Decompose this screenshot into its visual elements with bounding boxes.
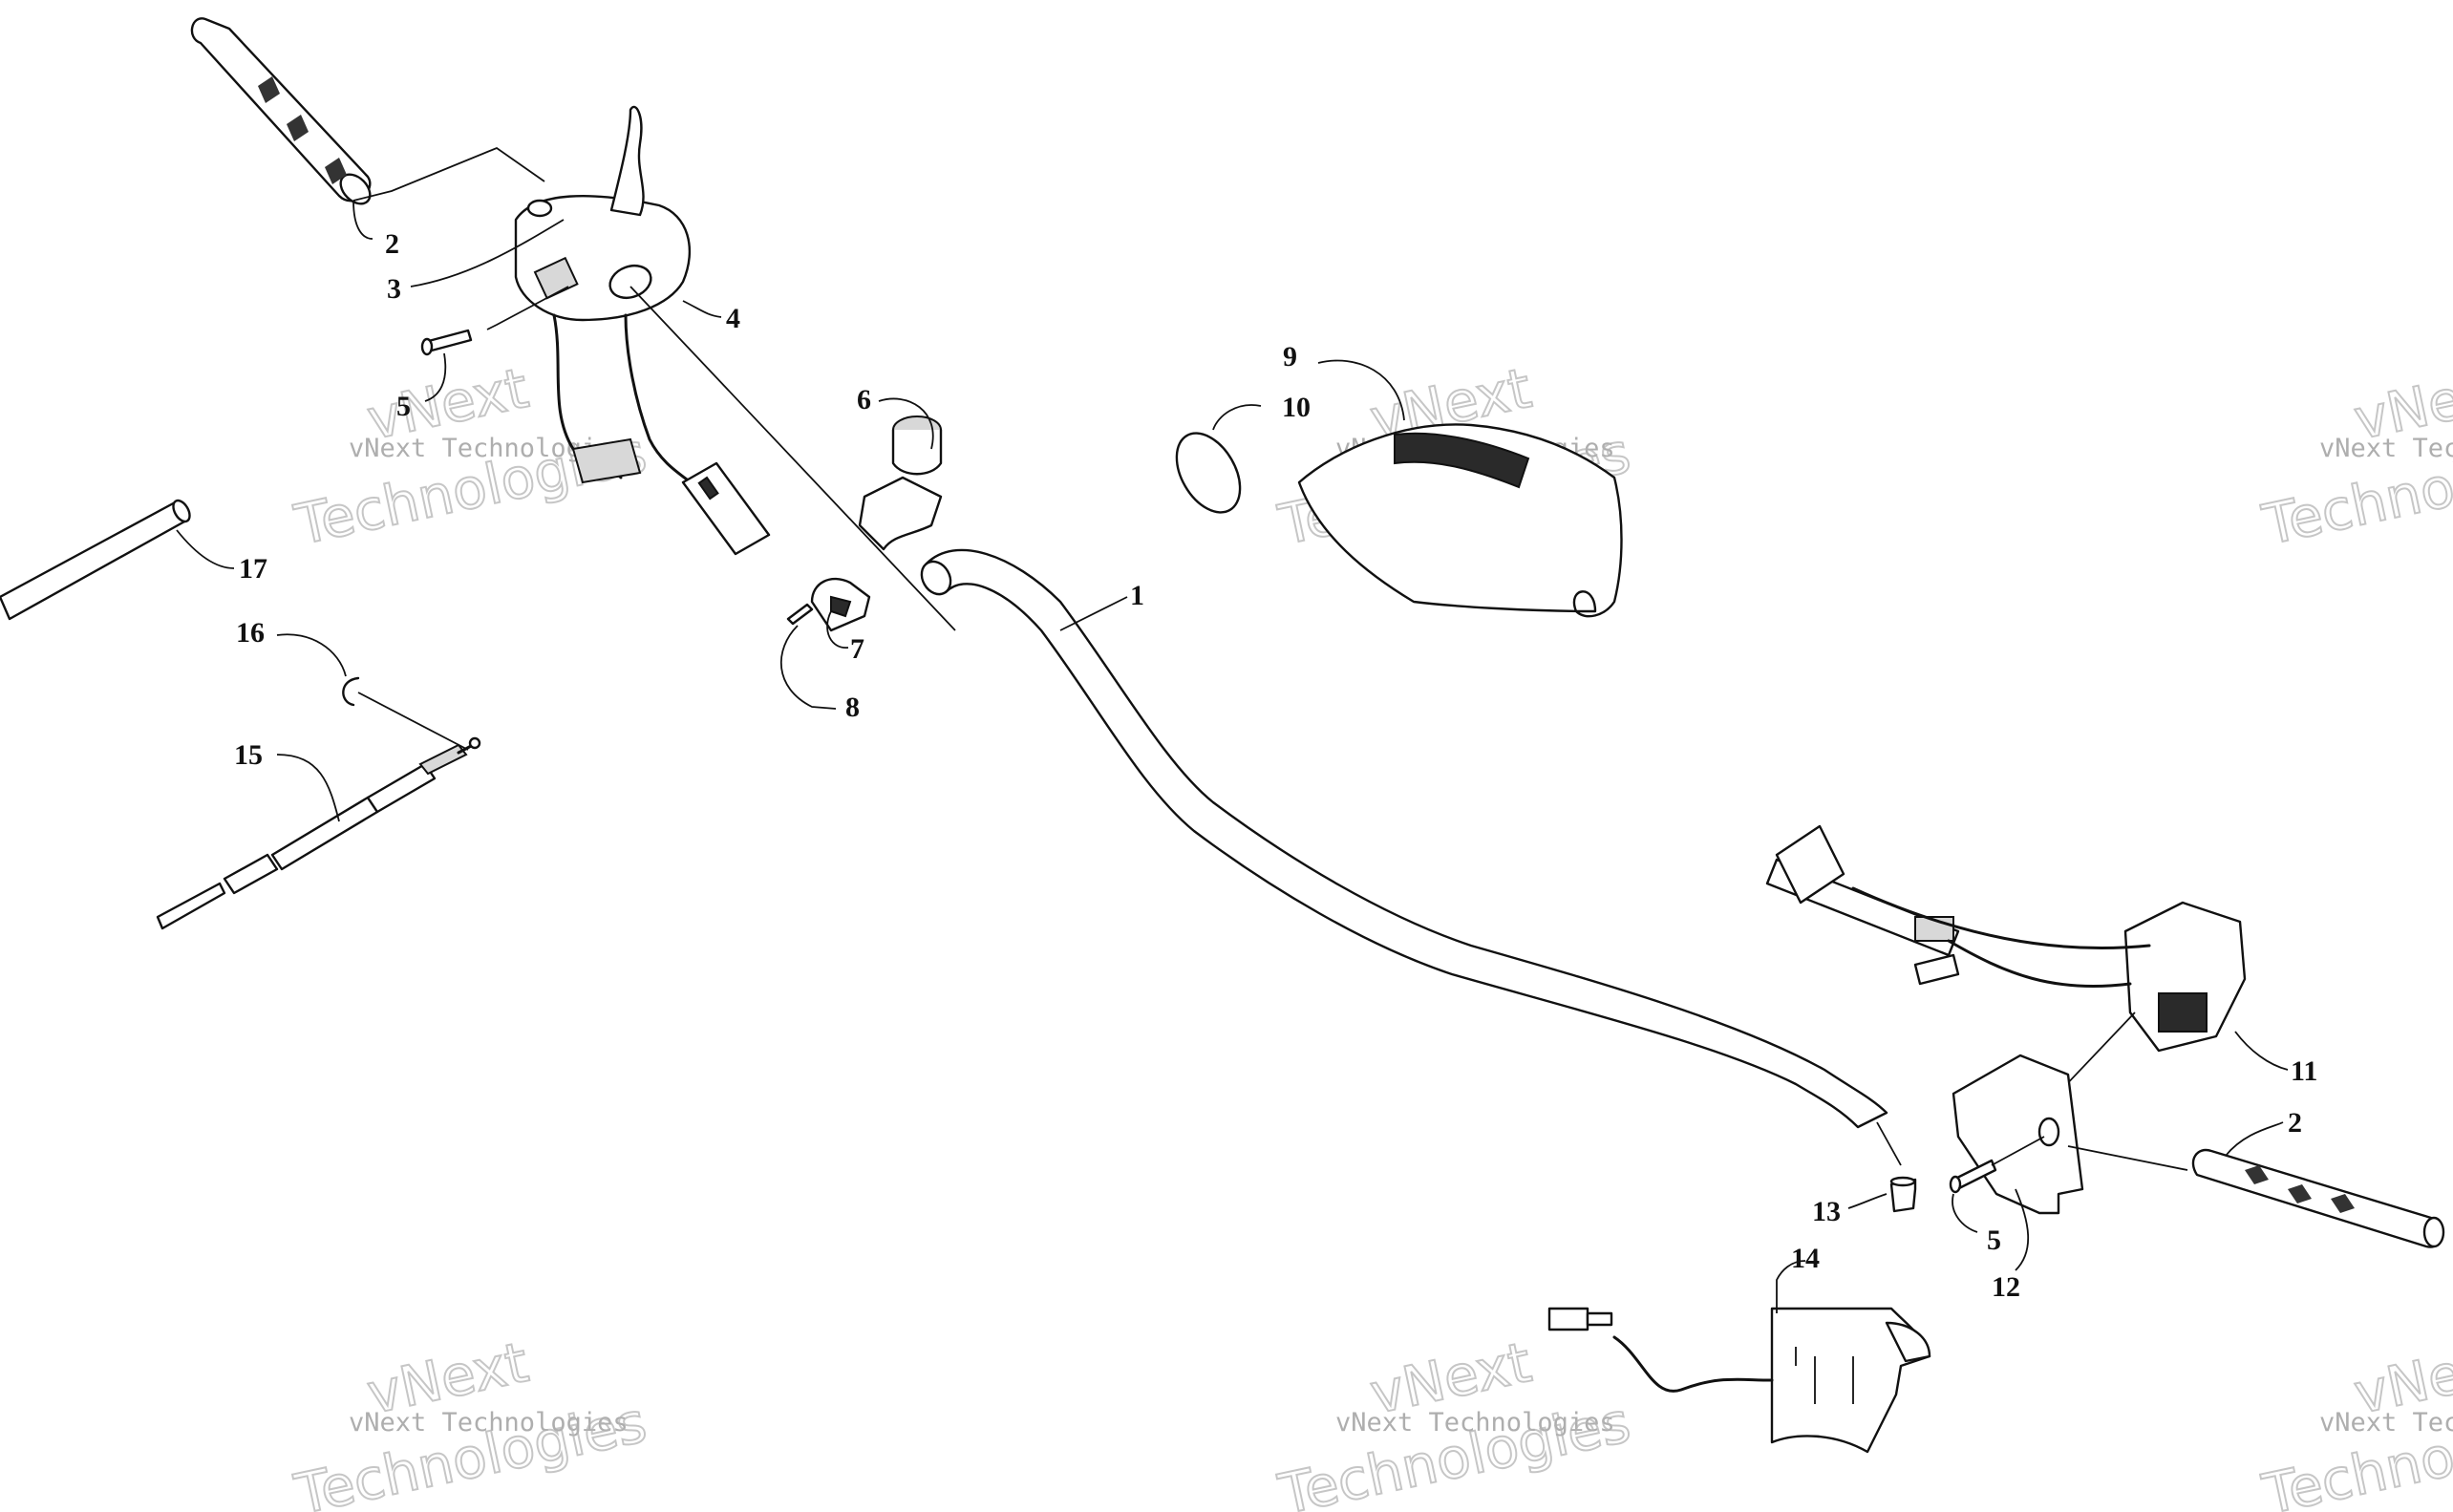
e-clip — [342, 676, 360, 707]
callout-4: 4 — [726, 303, 740, 334]
leader-3 — [410, 219, 565, 287]
bar-end-plug — [1889, 1176, 1917, 1213]
leader-14 — [1776, 1260, 1806, 1313]
callout-12: 12 — [1992, 1271, 2020, 1303]
leader-2a — [352, 200, 373, 240]
grip-right — [2191, 1148, 2445, 1248]
watermark-bottom-right: vNext vNext Technologies Technologies — [2256, 1329, 2453, 1512]
callout-3: 3 — [387, 273, 401, 305]
callout-5-left: 5 — [396, 391, 411, 422]
leader-5b — [1952, 1193, 1978, 1233]
grip-left — [190, 17, 372, 205]
svg-text:vNext Technologies: vNext Technologies — [2319, 1408, 2453, 1437]
clamp-ring — [1175, 432, 1242, 514]
svg-text:vNext Technologies: vNext Technologies — [2319, 434, 2453, 463]
callout-8: 8 — [845, 692, 860, 723]
grip-heater — [1547, 1307, 1931, 1454]
right-housing — [1952, 1054, 2084, 1215]
callout-14: 14 — [1791, 1243, 1820, 1274]
leader-17 — [176, 529, 235, 569]
handlebar — [920, 548, 1888, 1129]
callout-2-right: 2 — [2288, 1107, 2302, 1139]
callout-1: 1 — [1130, 580, 1144, 611]
leader-11 — [2234, 1031, 2289, 1071]
clamp-upper — [858, 415, 943, 551]
watermark-bottom-center: vNext vNext Technologies Technologies — [1272, 1329, 1637, 1512]
callout-17: 17 — [239, 553, 267, 585]
leader-13-axis — [1876, 1121, 1902, 1166]
callout-5-right: 5 — [1987, 1225, 2001, 1256]
bar-tube — [0, 499, 191, 621]
leader-5a — [424, 352, 447, 402]
leader-2b-axis — [2067, 1145, 2188, 1171]
throttle-cable — [156, 736, 481, 930]
callout-2-left: 2 — [385, 228, 399, 260]
callout-13: 13 — [1812, 1196, 1841, 1227]
watermark-top-right: vNext vNext Technologies Technologies — [2256, 354, 2453, 559]
screw-left — [420, 329, 473, 356]
leader-10 — [1212, 404, 1262, 431]
leader-5a-axis — [486, 286, 569, 330]
screw-small — [786, 603, 814, 626]
callout-9: 9 — [1283, 341, 1297, 373]
callout-7: 7 — [850, 633, 864, 665]
callout-11: 11 — [2291, 1055, 2317, 1087]
watermark-bottom-left: vNext vNext Technologies Technologies — [288, 1329, 653, 1512]
switch-assembly — [1765, 824, 2247, 1053]
callout-10: 10 — [1282, 392, 1311, 423]
leader-9 — [1317, 359, 1405, 421]
leader-15 — [276, 754, 340, 822]
callout-16: 16 — [236, 617, 265, 649]
leader-13 — [1847, 1193, 1888, 1209]
clamp-lower — [810, 577, 871, 632]
callout-6: 6 — [857, 384, 871, 415]
leader-12 — [2015, 1188, 2030, 1271]
svg-text:vNext Technologies: vNext Technologies — [349, 1408, 629, 1437]
leader-16-axis — [357, 692, 469, 751]
throttle-housing — [514, 105, 771, 556]
leader-2b — [2225, 1121, 2284, 1157]
leader-6 — [878, 397, 934, 450]
leader-4-axis — [629, 286, 956, 631]
screw-right — [1949, 1159, 1997, 1194]
svg-text:vNext Technologies: vNext Technologies — [1335, 1408, 1615, 1437]
leader-5b-axis — [1991, 1136, 2045, 1166]
leader-7 — [826, 610, 849, 649]
handlebar-pod — [1297, 423, 1623, 618]
callout-15: 15 — [234, 739, 263, 771]
leader-16 — [276, 633, 347, 677]
leader-1 — [1059, 596, 1128, 631]
leader-4 — [682, 300, 722, 318]
leader-8 — [779, 625, 837, 710]
leader-2a-assembly — [352, 146, 545, 202]
